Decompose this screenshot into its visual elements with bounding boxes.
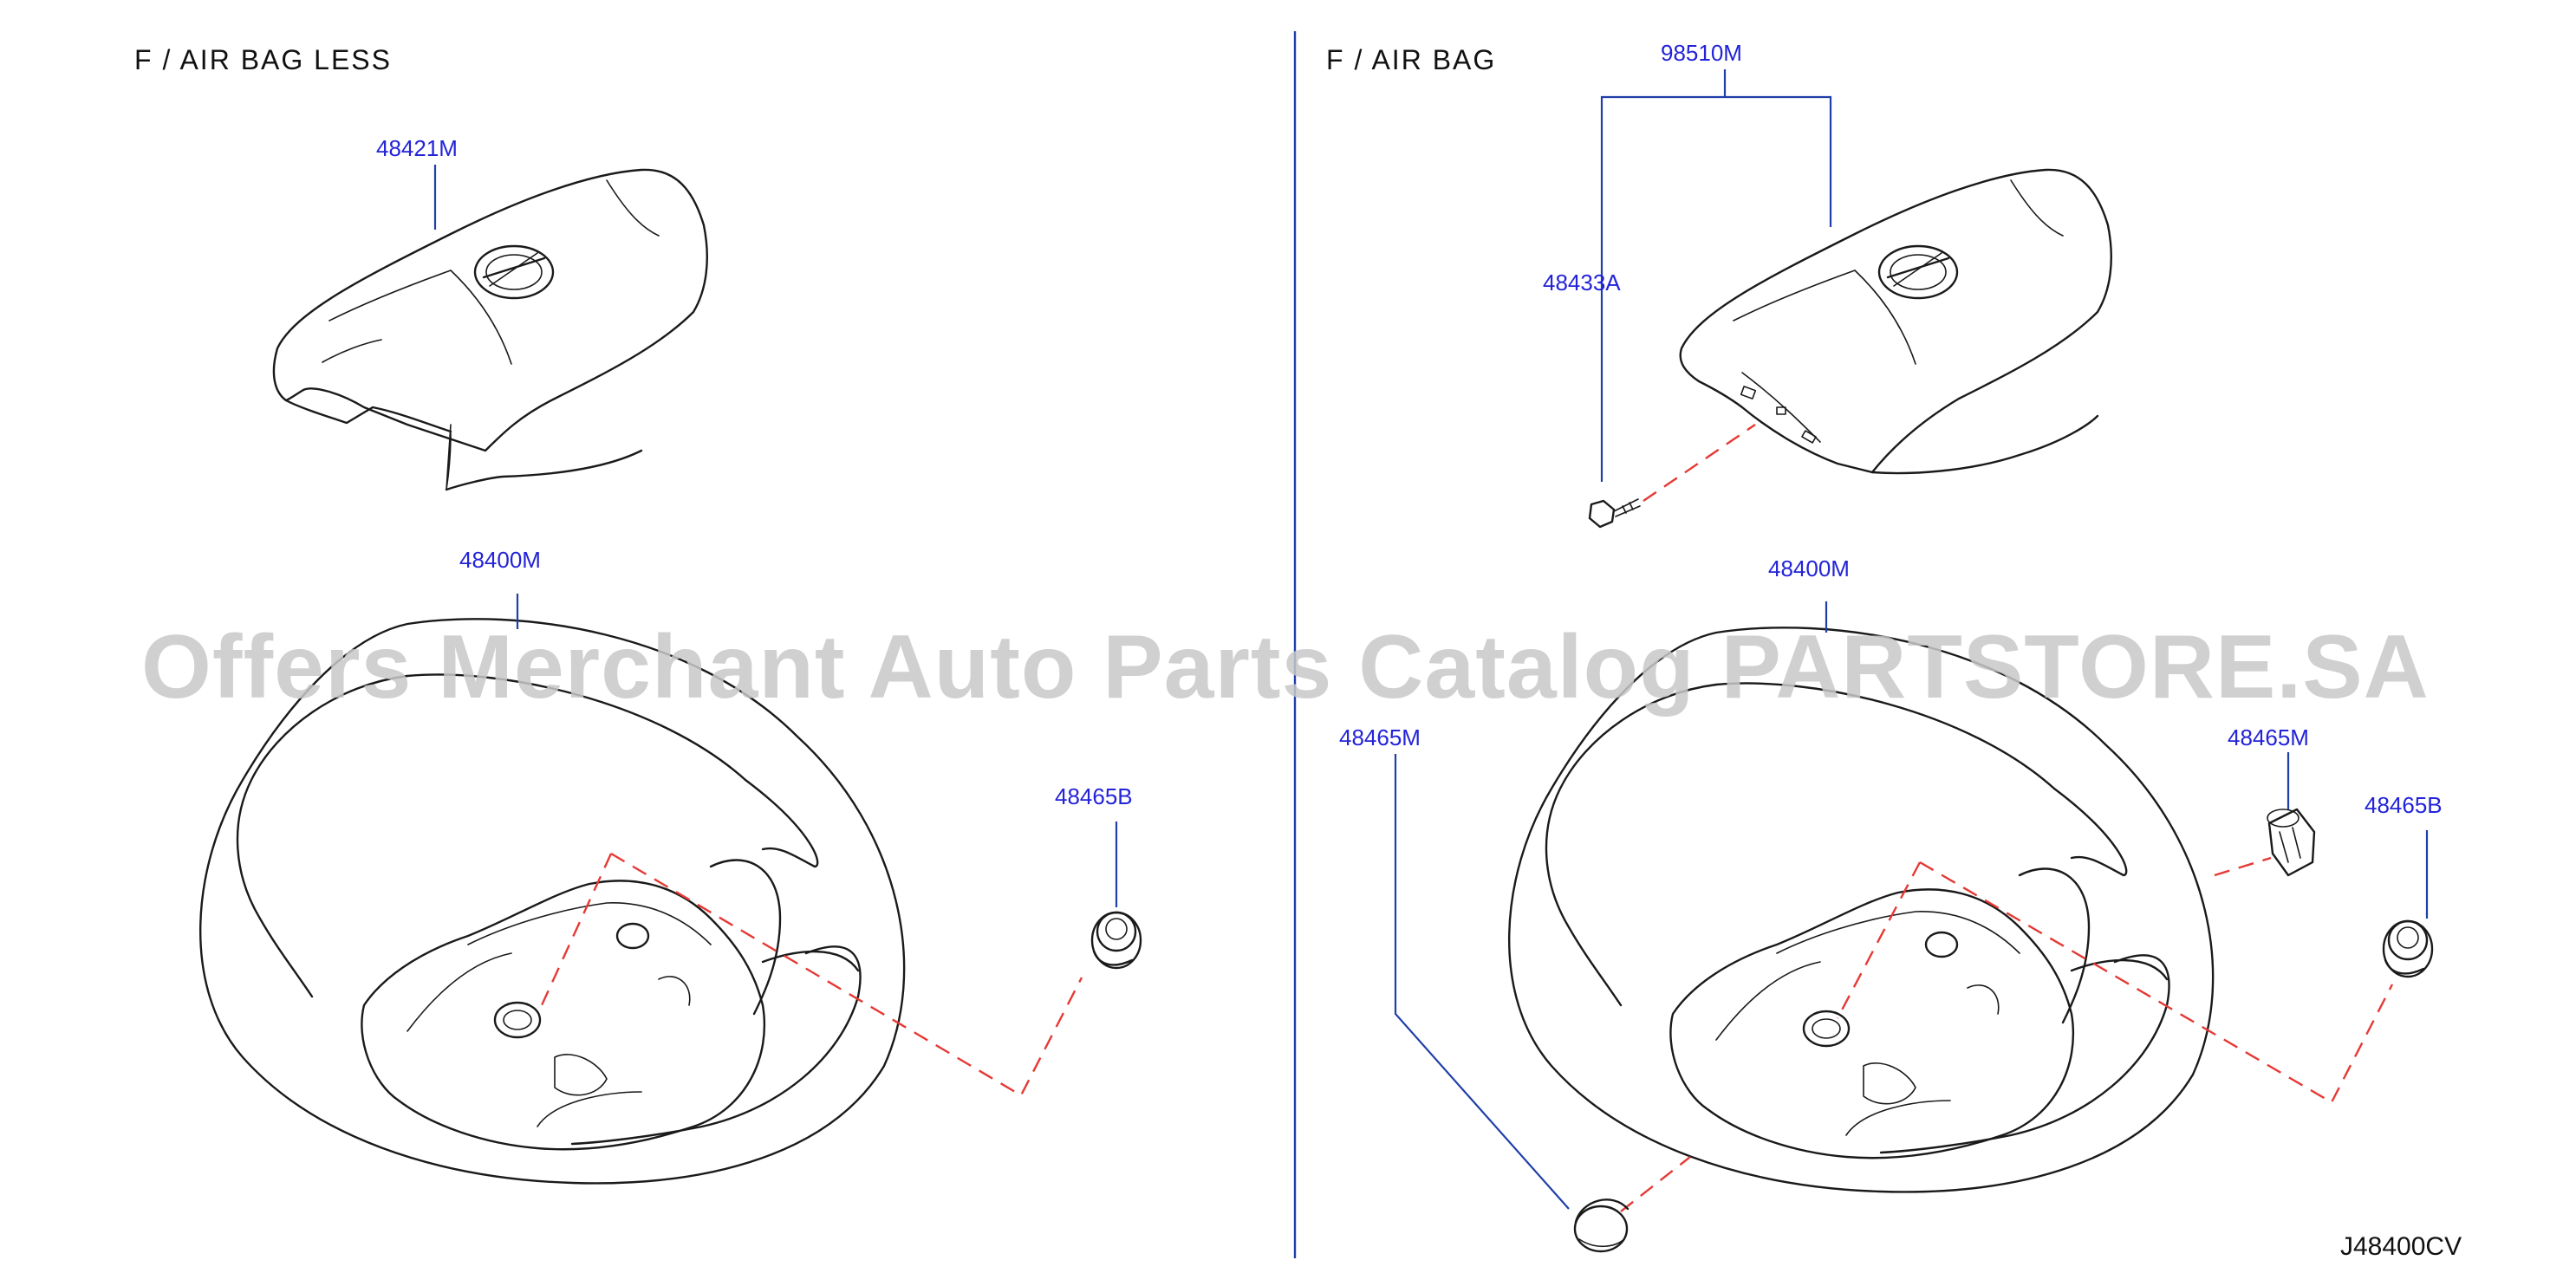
plug-grommet-right[interactable] [2382, 919, 2434, 978]
watermark: Offers Merchant Auto Parts Catalog PARTS… [141, 617, 2430, 718]
part-number-label[interactable]: 48421M [376, 135, 458, 161]
steering-wheel-left[interactable] [199, 618, 906, 1185]
hidden-line [1643, 424, 1756, 502]
cap-right[interactable] [2267, 808, 2316, 877]
hidden-line [1620, 1156, 1691, 1212]
horn-pad-left[interactable] [272, 168, 708, 491]
leader-line [1394, 754, 1570, 1210]
bracket-leader [1600, 95, 1832, 482]
part-number-label[interactable]: 48400M [1768, 555, 1850, 581]
part-number-label[interactable]: 48465B [1055, 783, 1133, 809]
hidden-line [2214, 856, 2272, 877]
hidden-line [1836, 861, 1922, 1019]
right-section-title: F / AIR BAG [1326, 44, 1496, 75]
hidden-line [1919, 861, 2394, 1104]
hidden-line [610, 852, 1083, 1097]
cap-bottom[interactable] [1573, 1198, 1630, 1253]
airbag-module[interactable] [1679, 168, 2112, 475]
bolt[interactable] [1588, 498, 1641, 529]
left-section-title: F / AIR BAG LESS [134, 44, 392, 75]
plug-grommet-left[interactable] [1090, 911, 1142, 970]
part-number-label[interactable]: 48465M [2228, 724, 2309, 750]
diagram-code: J48400CV [2340, 1232, 2462, 1261]
part-number-label[interactable]: 48400M [459, 547, 541, 573]
part-number-label[interactable]: 48465M [1339, 724, 1421, 750]
steering-wheel-right[interactable] [1508, 627, 2215, 1193]
hidden-line [540, 853, 613, 1006]
part-number-label[interactable]: 98510M [1661, 40, 1742, 66]
part-number-label[interactable]: 48465B [2365, 792, 2443, 818]
part-number-label[interactable]: 48433A [1543, 270, 1621, 296]
